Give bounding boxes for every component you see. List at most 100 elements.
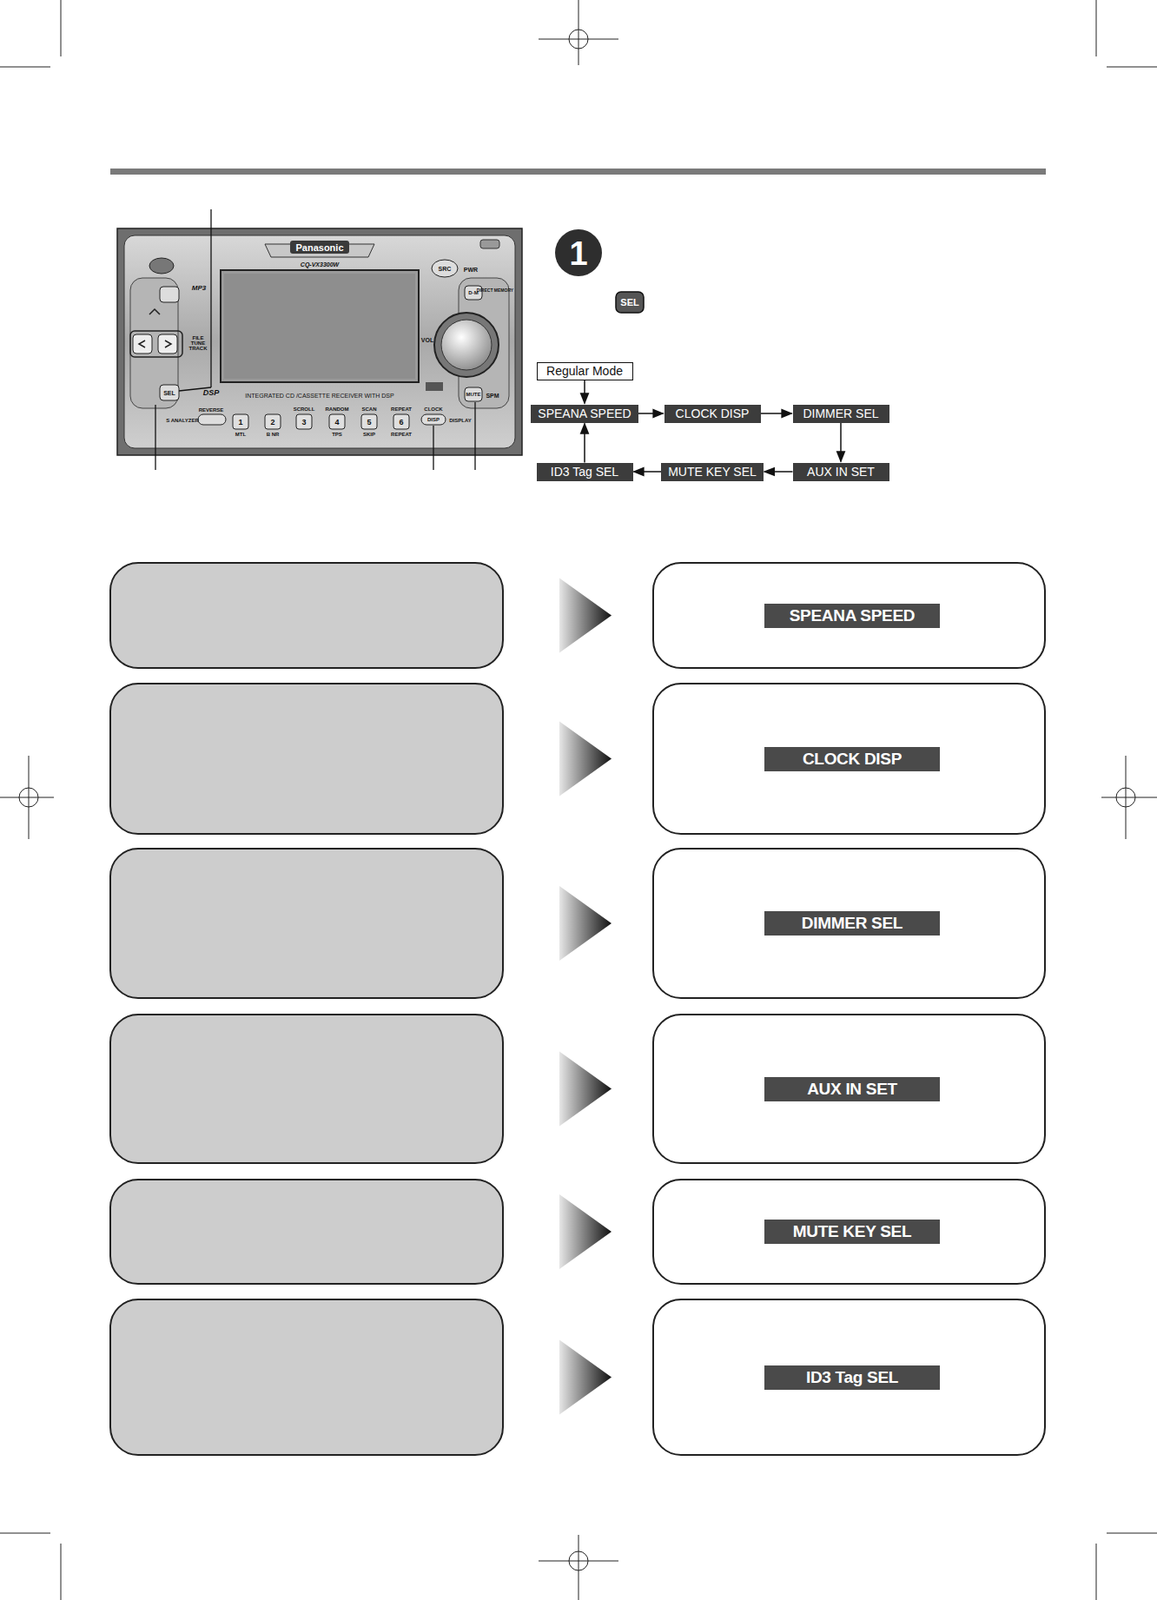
crop-marks xyxy=(60,1543,62,1600)
head-unit-illustration xyxy=(464,387,483,402)
head-unit-illustration xyxy=(434,312,499,377)
crop-marks xyxy=(0,797,54,799)
leader-lines xyxy=(155,209,476,470)
flow-arrow xyxy=(583,380,586,404)
product-description: INTEGRATED CD /CASSETTE RECEIVER WITH DS… xyxy=(244,392,394,399)
preset-number: 5 xyxy=(366,418,371,427)
instruction-panel xyxy=(110,848,503,999)
instruction-panel xyxy=(110,683,503,834)
button-caption: REVERSE xyxy=(198,407,225,413)
crop-marks xyxy=(28,755,30,840)
head-unit-illustration xyxy=(431,259,458,278)
key-label: SEL xyxy=(620,297,639,308)
mode-label: DIMMER SEL xyxy=(801,913,903,933)
arrow-triangle xyxy=(559,578,612,654)
button-label: SRC xyxy=(438,265,452,272)
preset-number: 2 xyxy=(270,418,275,427)
head-unit-illustration xyxy=(138,340,146,348)
mode-label: MUTE KEY SEL xyxy=(667,464,757,479)
head-unit-illustration xyxy=(159,384,179,401)
crop-marks xyxy=(60,0,62,57)
head-unit-illustration xyxy=(117,228,523,456)
mode-label: CLOCK DISP xyxy=(675,406,750,421)
head-unit-illustration xyxy=(232,414,249,430)
step-rows xyxy=(110,562,1045,1455)
head-unit-illustration xyxy=(264,414,281,430)
flow-arrow xyxy=(583,423,586,463)
display-bar: AUX IN SET xyxy=(764,1077,940,1102)
brand-name: Panasonic xyxy=(295,243,344,253)
arrow-triangle xyxy=(559,721,612,797)
head-unit-illustration xyxy=(329,414,345,430)
button-label: PWR xyxy=(463,266,478,273)
instruction-panel xyxy=(110,1179,503,1284)
head-unit-illustration xyxy=(232,414,410,430)
preset-number: 6 xyxy=(398,418,404,427)
crop-marks xyxy=(578,0,580,66)
head-unit-illustration xyxy=(480,239,500,249)
head-unit-illustration xyxy=(290,240,350,254)
button-caption: SPM xyxy=(485,392,499,399)
flow-arrow xyxy=(760,412,793,415)
arrow-triangle xyxy=(559,1340,612,1415)
head-unit-illustration xyxy=(124,235,516,449)
step-row xyxy=(110,562,1045,668)
display-panel xyxy=(653,1299,1045,1455)
instruction-panel xyxy=(110,1014,503,1164)
head-unit-illustration xyxy=(224,273,416,379)
arrow-triangle xyxy=(559,885,612,961)
mode-label: MUTE KEY SEL xyxy=(793,1222,912,1242)
mode-box: MUTE KEY SEL xyxy=(661,462,764,482)
display-panel xyxy=(653,1179,1045,1284)
crop-marks xyxy=(1096,0,1098,57)
leader-lines xyxy=(154,404,156,470)
button-caption: SCROLL xyxy=(293,406,316,412)
crop-marks xyxy=(578,1534,580,1600)
mode-label: SPEANA SPEED xyxy=(537,406,631,421)
flow-arrow xyxy=(839,423,842,463)
arrow-triangle xyxy=(559,1051,612,1127)
mode-box: DIMMER SEL xyxy=(793,404,890,424)
mode-label: CLOCK DISP xyxy=(802,749,902,769)
crop-marks xyxy=(1101,797,1157,799)
head-unit-illustration xyxy=(296,414,312,430)
flow-arrow xyxy=(764,470,794,473)
head-unit-illustration xyxy=(130,277,179,409)
step-row xyxy=(110,1179,1045,1284)
flow-arrow xyxy=(634,470,662,473)
button-caption: S ANALYZER xyxy=(165,417,199,424)
sel-key-icon xyxy=(615,291,644,313)
head-unit-illustration xyxy=(158,334,178,354)
preset-number: 1 xyxy=(238,418,243,427)
leader-lines xyxy=(474,402,476,470)
step-number: 1 xyxy=(568,237,588,271)
button-caption: CLOCK xyxy=(423,406,443,412)
crop-marks xyxy=(0,66,51,68)
display-bar: CLOCK DISP xyxy=(764,747,940,772)
mode-label: ID3 Tag SEL xyxy=(806,1368,899,1388)
mode-box: Regular Mode xyxy=(536,362,634,381)
head-unit-illustration xyxy=(393,414,410,430)
instruction-panel xyxy=(110,1299,503,1455)
head-unit-illustration xyxy=(130,330,183,358)
logo-text: MP3 xyxy=(191,284,206,292)
crop-marks xyxy=(1125,755,1127,840)
head-unit-illustration xyxy=(220,270,419,383)
arrow-triangle xyxy=(559,1194,612,1270)
button-caption: TPS xyxy=(331,431,343,437)
head-unit-illustration xyxy=(441,319,492,371)
step-row xyxy=(110,1014,1045,1164)
display-bar: DIMMER SEL xyxy=(764,911,940,936)
model-number: CQ-VX3300W xyxy=(300,261,339,268)
mode-box: AUX IN SET xyxy=(793,462,890,482)
crop-marks xyxy=(1106,1533,1157,1534)
button-caption: DIRECT MEMORY xyxy=(476,288,514,293)
head-unit-illustration xyxy=(159,286,179,303)
button-label: MUTE xyxy=(466,391,482,397)
leader-lines xyxy=(210,209,212,388)
button-caption: RANDOM xyxy=(325,406,350,412)
crop-marks xyxy=(0,1533,51,1534)
step-row xyxy=(110,683,1045,834)
